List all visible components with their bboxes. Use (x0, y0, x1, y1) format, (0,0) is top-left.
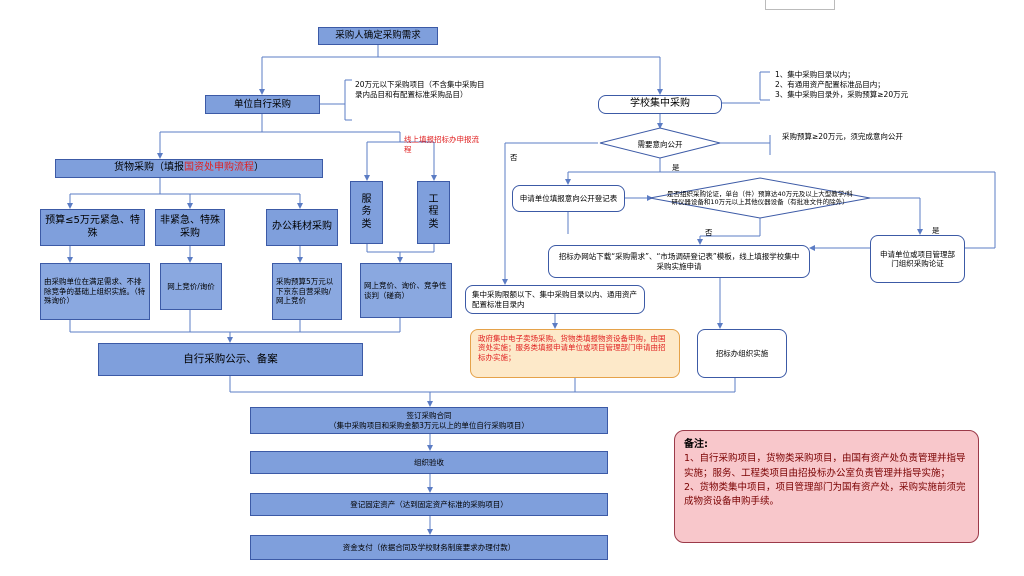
node-detail-urgent: 由采购单位在满足需求、不排除竞争的基础上组织实施。（特殊询价） (40, 263, 150, 320)
node-demo-unit: 申请单位或项目管理部门组织采购论证 (870, 235, 965, 283)
node-cat-nonurgent: 非紧急、特殊采购 (155, 209, 225, 246)
node-purchaser-need: 采购人确定采购需求 (318, 27, 438, 45)
need-public-note: 采购预算≥20万元，须完成意向公开 (782, 132, 903, 141)
node-download-template: 招标办网站下载“采购需求”、“市场调研登记表”模板，线上填报学校集中采购实施申请 (548, 245, 810, 278)
school-note: 1、集中采购目录以内； 2、有通用资产配置标准品目内； 3、集中采购目录外，采购… (775, 70, 965, 100)
school-note-1: 1、集中采购目录以内； (775, 70, 855, 79)
node-cat-office: 办公耗材采购 (266, 209, 338, 246)
decision-need-public: 需要意向公开 (637, 140, 683, 149)
decision-diamond-2 (649, 177, 871, 219)
node-service: 服务类 (350, 181, 383, 244)
goods-red-link: 国资处申购流程 (184, 162, 254, 174)
node-publicity: 自行采购公示、备案 (98, 343, 363, 376)
node-school-central: 学校集中采购 (598, 95, 722, 114)
label-no-1: 否 (510, 153, 518, 162)
contract-line-1: 签订采购合同 (406, 411, 452, 421)
online-report-note: 线上填报招标办申报流程 (404, 135, 479, 155)
node-payment: 资金支付（依据合同及学校财务制度要求办理付款） (250, 535, 608, 560)
memo-p1: 1、自行采购项目，货物类采购项目，由国有资产处负责管理并指导实施；服务、工程类项… (684, 453, 966, 479)
node-gov-mall: 政府集中电子卖场采购。货物类填报物资设备申购，由国资处实施；服务类填报申请单位或… (470, 329, 680, 378)
node-limit: 集中采购限额以下、集中采购目录以内、通用资产配置标准目录内 (465, 285, 645, 314)
node-acceptance: 组织验收 (250, 451, 608, 474)
school-note-2: 2、有通用资产配置标准品目内； (775, 80, 885, 90)
node-bid-office: 招标办组织实施 (697, 329, 787, 378)
memo-p2: 2、货物类集中项目，项目管理部门为国有资产处，采购实施前须完成物资设备申购手续。 (684, 481, 966, 507)
node-detail-nonurgent: 网上竞价/询价 (160, 263, 222, 310)
unit-self-note: 20万元以下采购项目（不含集中采购目录内品目和有配置标准采购品目） (355, 80, 485, 100)
corner-frame (765, 0, 835, 10)
node-asset: 登记固定资产（达到固定资产标准的采购项目） (250, 493, 608, 516)
node-engineering: 工程类 (417, 181, 450, 244)
goods-suffix: ） (254, 162, 264, 174)
label-no-2: 否 (705, 228, 713, 237)
goods-prefix: 货物采购（填报 (114, 162, 184, 174)
contract-line-2: （集中采购项目和采购金额3万元以上的单位自行采购项目） (329, 420, 529, 430)
label-yes-1: 是 (672, 163, 680, 172)
memo-note: 备注: 1、自行采购项目，货物类采购项目，由国有资产处负责管理并指导实施；服务、… (674, 430, 979, 543)
label-yes-2: 是 (932, 226, 940, 235)
node-unit-self: 单位自行采购 (205, 95, 320, 114)
memo-title: 备注: (684, 439, 708, 450)
node-contract: 签订采购合同 （集中采购项目和采购金额3万元以上的单位自行采购项目） (250, 407, 608, 434)
node-detail-office: 采购预算5万元以下京东自营采购/网上竞价 (272, 263, 342, 320)
decision-diamond-1 (599, 127, 721, 159)
node-cat-urgent: 预算≤5万元紧急、特殊 (40, 209, 145, 246)
decision-need-demo: 是否组织采购论证，单台（件）预算达40万元及以上大型教学/科研仪器设备和10万元… (667, 190, 853, 207)
node-detail-service: 网上竞价、询价、竞争性谈判（磋商） (360, 263, 452, 318)
node-apply-unit: 申请单位填报意向公开登记表 (512, 185, 625, 212)
school-note-3: 3、集中采购目录外，采购预算≥20万元 (775, 90, 909, 100)
node-goods-purchase: 货物采购（填报国资处申购流程） (55, 159, 323, 178)
